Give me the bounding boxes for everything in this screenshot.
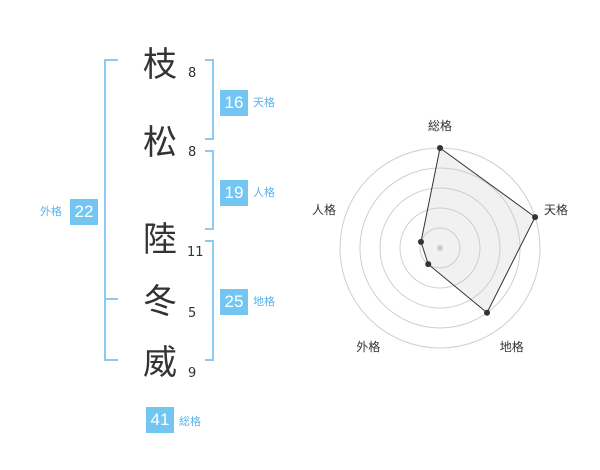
- stroke-count-4: 5: [188, 306, 197, 321]
- stroke-count-1: 8: [188, 66, 197, 81]
- radar-axis-label-3: 地格: [499, 339, 524, 354]
- tenkaku-label: 天格: [253, 96, 275, 109]
- radar-grid-ring: [399, 207, 481, 289]
- jinkaku-label: 人格: [253, 186, 275, 199]
- tenkaku-bracket: [205, 59, 214, 140]
- gaikaku-label: 外格: [40, 205, 62, 218]
- jinkaku-bracket: [205, 150, 214, 230]
- chikaku-value: 25: [220, 289, 248, 315]
- name-char-2: 松: [143, 123, 177, 163]
- radar-axis-label-5: 人格: [311, 203, 336, 218]
- radar-point-2: [532, 214, 539, 221]
- soukaku-value: 41: [146, 407, 174, 433]
- stroke-count-2: 8: [188, 145, 197, 160]
- name-char-4: 冬: [143, 282, 177, 322]
- soukaku-label: 総格: [179, 415, 201, 428]
- gaikaku-bracket: [104, 59, 118, 361]
- tenkaku-value: 16: [220, 90, 248, 116]
- radar-center: [437, 245, 443, 251]
- stroke-count-3: 11: [187, 245, 204, 260]
- radar-point-1: [437, 145, 443, 151]
- radar-axis-label-1: 総格: [428, 119, 453, 133]
- radar-grid-ring: [419, 227, 461, 269]
- chikaku-label: 地格: [253, 295, 275, 308]
- radar-point-3: [484, 309, 491, 316]
- jinkaku-value: 19: [220, 180, 248, 206]
- radar-axis-label-2: 天格: [544, 203, 569, 218]
- radar-point-5: [417, 238, 424, 245]
- name-char-1: 枝: [143, 45, 177, 85]
- name-char-3: 陸: [143, 220, 177, 260]
- radar-point-4: [425, 261, 432, 268]
- stroke-count-5: 9: [188, 366, 197, 381]
- gaikaku-value: 22: [70, 199, 98, 225]
- radar-series-polygon: [420, 147, 536, 314]
- chikaku-bracket: [205, 240, 214, 361]
- radar-grid-ring: [379, 187, 501, 309]
- radar-axis-label-4: 外格: [356, 339, 381, 354]
- name-char-5: 威: [143, 343, 177, 383]
